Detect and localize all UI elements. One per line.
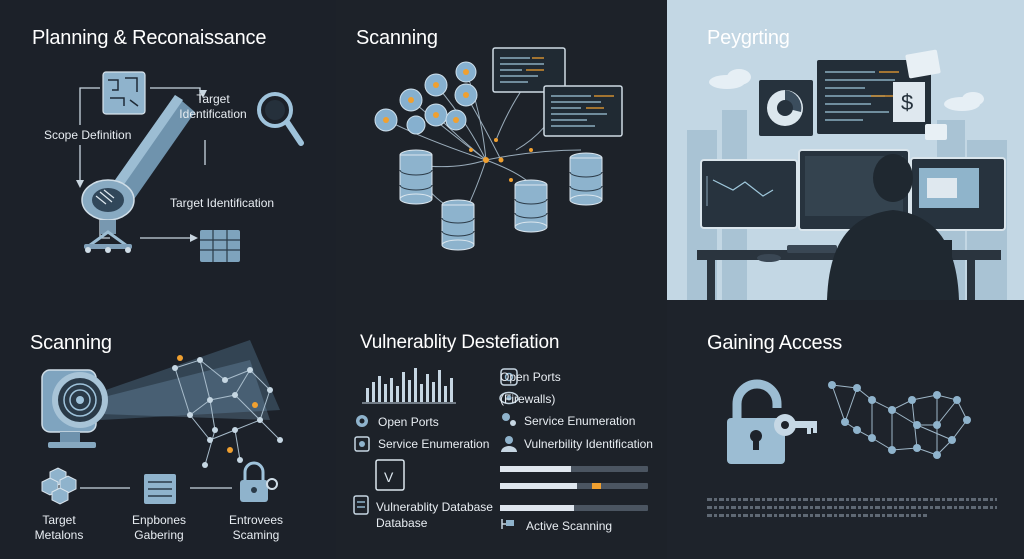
- map-document-icon: [102, 71, 146, 115]
- progress-fill-3: [500, 505, 574, 511]
- vuln-left-item-1: Service Enumeration: [378, 437, 490, 451]
- open-ports-icon: [356, 415, 368, 427]
- svg-text:$: $: [901, 90, 913, 115]
- access-illustration: [727, 379, 971, 464]
- gaining-access-panel: Gaining Access: [667, 300, 1024, 559]
- decorative-text-line: [707, 498, 997, 501]
- scanning-title-bottom: Scanning: [30, 332, 112, 354]
- progress-fill-1: [500, 466, 572, 472]
- padlock-key-icon: [240, 461, 278, 502]
- entrovees-scanning-label: Entrovees Scaming: [228, 513, 284, 542]
- target-identification-label: Target Identification: [179, 92, 247, 121]
- vuln-right-item-2: Service Enumeration: [524, 414, 636, 428]
- progress-bar-2: [500, 483, 648, 489]
- network-illustration: [374, 47, 623, 251]
- radar-small-icon: [500, 368, 518, 386]
- hexagon-cluster-icon: [41, 467, 77, 505]
- data-grid-icon: [200, 230, 240, 262]
- database-icon: [353, 495, 369, 515]
- flask-icon: [502, 413, 516, 426]
- vuln-left-item-0: Open Ports: [378, 415, 439, 429]
- person-silhouette: [827, 154, 959, 300]
- peygrting-title: Peygrting: [707, 27, 790, 49]
- planning-panel: Planning & Reconaissance: [0, 0, 336, 300]
- target-identification-label-2: Target Identification: [170, 196, 275, 210]
- vulnerability-title: Vulnerablity Destefiation: [360, 332, 560, 353]
- code-window-icon-2: [543, 85, 623, 137]
- vulnerability-panel: Vulnerablity Destefiation V: [336, 300, 667, 559]
- scanning-network-panel: Scanning: [336, 0, 667, 300]
- enpbones-gathering-label: Enpbones Gabering: [131, 513, 187, 542]
- eye-icon: [499, 391, 519, 405]
- progress-fill-2: [500, 483, 577, 489]
- planning-title: Planning & Reconaissance: [32, 27, 267, 49]
- workstation-illustration: $: [667, 0, 1024, 300]
- key-icon: [774, 414, 817, 436]
- radar-illustration: [41, 340, 283, 505]
- decorative-text-line: [707, 514, 927, 517]
- planning-illustration: [76, 71, 304, 262]
- active-scanning-label: Active Scanning: [526, 519, 613, 533]
- scanning-title-top: Scanning: [356, 27, 438, 49]
- mini-bar-chart: [366, 368, 453, 402]
- vuln-right-item-3: Vulnerbility Identification: [524, 437, 653, 451]
- user-icon: [501, 436, 517, 452]
- svg-text:V: V: [384, 469, 394, 485]
- vuln-right-item-1: (Firewalls): [500, 392, 556, 406]
- progress-bar-1: [500, 466, 648, 472]
- gaining-access-title: Gaining Access: [707, 332, 843, 354]
- vuln-right-item-0: Open Ports: [500, 370, 561, 384]
- telescope-icon: [81, 95, 195, 253]
- padlock-icon: [727, 379, 785, 464]
- scope-definition-label: Scope Definition: [44, 128, 132, 142]
- progress-accent: [591, 483, 601, 489]
- server-icon: [144, 474, 176, 504]
- code-window-icon: [492, 47, 566, 93]
- magnifier-icon: [257, 92, 304, 146]
- scanning-radar-panel: Scanning: [0, 300, 336, 559]
- progress-bar-3: [500, 505, 648, 511]
- decorative-text-line: [707, 506, 997, 509]
- radar-icon: [41, 369, 108, 448]
- target-icon: [354, 436, 370, 452]
- server-stack-icon: [399, 149, 603, 251]
- workstation-panel: $ Peygrting: [667, 0, 1024, 300]
- scanning-icon: [501, 519, 514, 529]
- vulnerability-illustration: V: [353, 368, 519, 529]
- target-metrics-label: Target Metalons: [34, 513, 84, 542]
- vuln-database-label: Vulnerablity Database Database: [376, 500, 493, 530]
